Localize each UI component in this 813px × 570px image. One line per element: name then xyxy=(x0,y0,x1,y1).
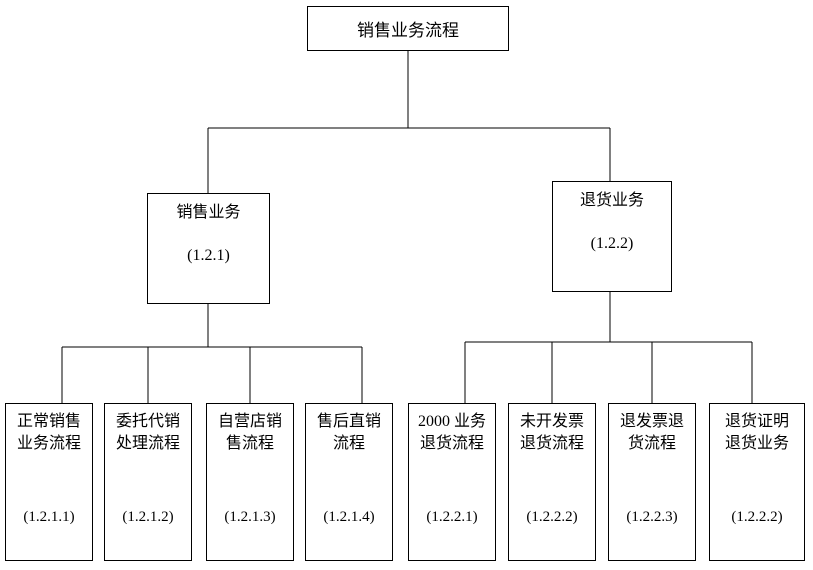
node-branch-sales: 销售业务 (1.2.1) xyxy=(147,193,270,304)
leaf-title-line1: 退发票退 xyxy=(619,413,684,430)
leaf-title-line2: 业务流程 xyxy=(16,435,81,452)
node-leaf-normal-sales: 正常销售 业务流程 (1.2.1.1) xyxy=(5,403,93,561)
leaf-code: (1.2.1.2) xyxy=(122,509,174,525)
leaf-title-line1: 退货证明 xyxy=(724,413,789,430)
node-leaf-uninvoiced-returns: 未开发票 退货流程 (1.2.2.2) xyxy=(508,403,596,561)
leaf-title-line2: 售流程 xyxy=(225,435,274,452)
node-leaf-after-sales-direct: 售后直销 流程 (1.2.1.4) xyxy=(305,403,393,561)
node-leaf-2000-returns: 2000 业务 退货流程 (1.2.2.1) xyxy=(408,403,496,561)
leaf-code: (1.2.1.4) xyxy=(323,509,375,525)
leaf-code: (1.2.1.3) xyxy=(224,509,276,525)
leaf-code: (1.2.2.1) xyxy=(426,509,478,525)
branch-title: 退货业务 xyxy=(579,192,644,209)
leaf-title-line2: 处理流程 xyxy=(115,435,180,452)
leaf-title-line2: 退货流程 xyxy=(419,435,484,452)
leaf-title-line1: 售后直销 xyxy=(316,413,381,430)
leaf-code: (1.2.2.2) xyxy=(526,509,578,525)
branch-title: 销售业务 xyxy=(176,204,241,221)
leaf-title-line1: 未开发票 xyxy=(519,413,584,430)
leaf-code: (1.2.1.1) xyxy=(23,509,75,525)
branch2-to-leaves-connector xyxy=(464,292,753,404)
branch1-to-leaves-connector xyxy=(61,304,363,404)
branch-code: (1.2.2) xyxy=(590,235,634,252)
leaf-title-line1: 2000 业务 xyxy=(417,413,486,430)
node-leaf-invoice-returns: 退发票退 货流程 (1.2.2.3) xyxy=(608,403,696,561)
node-root-sales-process: 销售业务流程 xyxy=(307,6,509,51)
leaf-title-line2: 退货流程 xyxy=(519,435,584,452)
leaf-title-line1: 正常销售 xyxy=(16,413,81,430)
leaf-code: (1.2.2.3) xyxy=(626,509,678,525)
leaf-title-line2: 流程 xyxy=(332,435,365,452)
node-leaf-return-certificate: 退货证明 退货业务 (1.2.2.2) xyxy=(709,403,805,561)
leaf-code: (1.2.2.2) xyxy=(731,509,783,525)
node-root-label: 销售业务流程 xyxy=(357,21,459,40)
leaf-title-line1: 委托代销 xyxy=(115,413,180,430)
leaf-title-line2: 退货业务 xyxy=(724,435,789,452)
branch-code: (1.2.1) xyxy=(187,247,230,264)
root-to-branches-connector xyxy=(207,51,611,193)
node-leaf-self-operated-store: 自营店销 售流程 (1.2.1.3) xyxy=(206,403,294,561)
leaf-title-line1: 自营店销 xyxy=(217,413,282,430)
leaf-title-line2: 货流程 xyxy=(627,435,676,452)
node-branch-returns: 退货业务 (1.2.2) xyxy=(552,181,672,292)
node-leaf-consignment: 委托代销 处理流程 (1.2.1.2) xyxy=(104,403,192,561)
